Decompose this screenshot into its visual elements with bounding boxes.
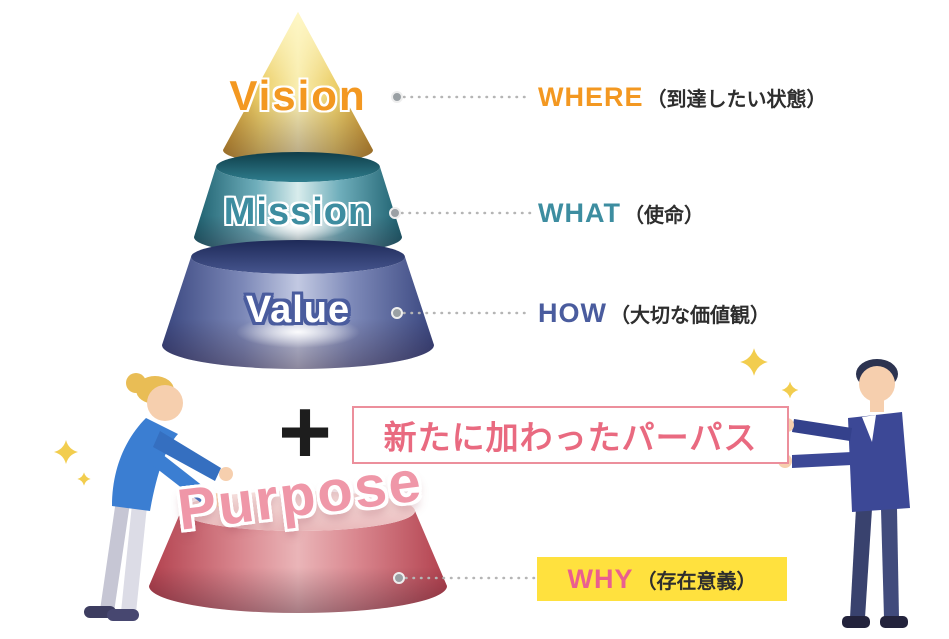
value-note: （大切な価値観） (609, 304, 770, 327)
woman-hair-bun (126, 373, 146, 393)
woman-arm-upper (153, 431, 221, 481)
sparkle-icon (54, 440, 78, 464)
vision-label: Vision (229, 72, 367, 119)
woman-front-leg (121, 504, 147, 613)
why-note: （存在意義） (636, 570, 757, 593)
woman-hand-lower (211, 493, 225, 507)
vision-annotation: WHERE （到達したい状態） (538, 79, 827, 115)
purpose-callout-box: 新たに加わったパーパス (352, 406, 789, 464)
connector-dot-value (391, 307, 403, 319)
woman-back-leg (100, 500, 130, 612)
why-keyword: WHY (567, 563, 634, 594)
man-right-shoe (880, 616, 908, 628)
man-left-leg (850, 508, 872, 618)
man-jacket (848, 412, 910, 512)
woman-front-shoe (107, 609, 139, 621)
mission-note: （使命） (623, 204, 704, 227)
vision-cone-shade (223, 12, 373, 164)
man-head (859, 366, 895, 402)
vision-note: （到達したい状態） (646, 88, 827, 111)
purpose-callout-text: 新たに加わったパーパス (383, 419, 758, 456)
mission-annotation: WHAT （使命） (538, 195, 704, 231)
mission-cone-segment (194, 152, 402, 255)
woman-arm-lower (147, 447, 213, 506)
purpose-opening (181, 491, 415, 531)
purpose-cone-shade (149, 511, 447, 613)
mission-label: Mission (223, 191, 373, 233)
man-left-shoe (842, 616, 870, 628)
mission-keyword: WHAT (538, 197, 621, 228)
man-arm-upper (792, 419, 852, 441)
value-opening (191, 240, 405, 274)
value-annotation: HOW （大切な価値観） (538, 295, 770, 331)
connector-dot-vision (391, 91, 403, 103)
value-cone-segment (162, 240, 434, 369)
plus-sign: + (278, 381, 332, 483)
sparkles (54, 348, 799, 486)
value-keyword: HOW (538, 297, 607, 328)
value-cone-shade (162, 257, 434, 369)
vision-cone-segment (223, 12, 373, 164)
value-label: Value (245, 289, 351, 331)
sparkle-icon (77, 472, 91, 486)
vision-keyword: WHERE (538, 81, 644, 112)
man-shirt (862, 415, 876, 442)
connector-lines (400, 95, 536, 580)
sparkle-icon (740, 348, 768, 376)
mission-cone-shade (194, 167, 402, 255)
man-figure (778, 359, 910, 628)
woman-hand-upper (219, 467, 233, 481)
woman-head (147, 385, 183, 421)
woman-figure (84, 373, 233, 621)
connector-dots (389, 91, 405, 584)
why-annotation-highlight: WHY （存在意義） (537, 557, 787, 601)
connector-dot-why (393, 572, 405, 584)
man-arm-lower (792, 452, 852, 468)
mission-glow (246, 212, 350, 240)
connector-dot-mission (389, 207, 401, 219)
sparkle-icon (781, 381, 799, 399)
man-right-leg (881, 508, 899, 618)
purpose-cone-segment (149, 491, 447, 613)
mission-opening (216, 152, 380, 182)
value-glow (236, 316, 360, 348)
